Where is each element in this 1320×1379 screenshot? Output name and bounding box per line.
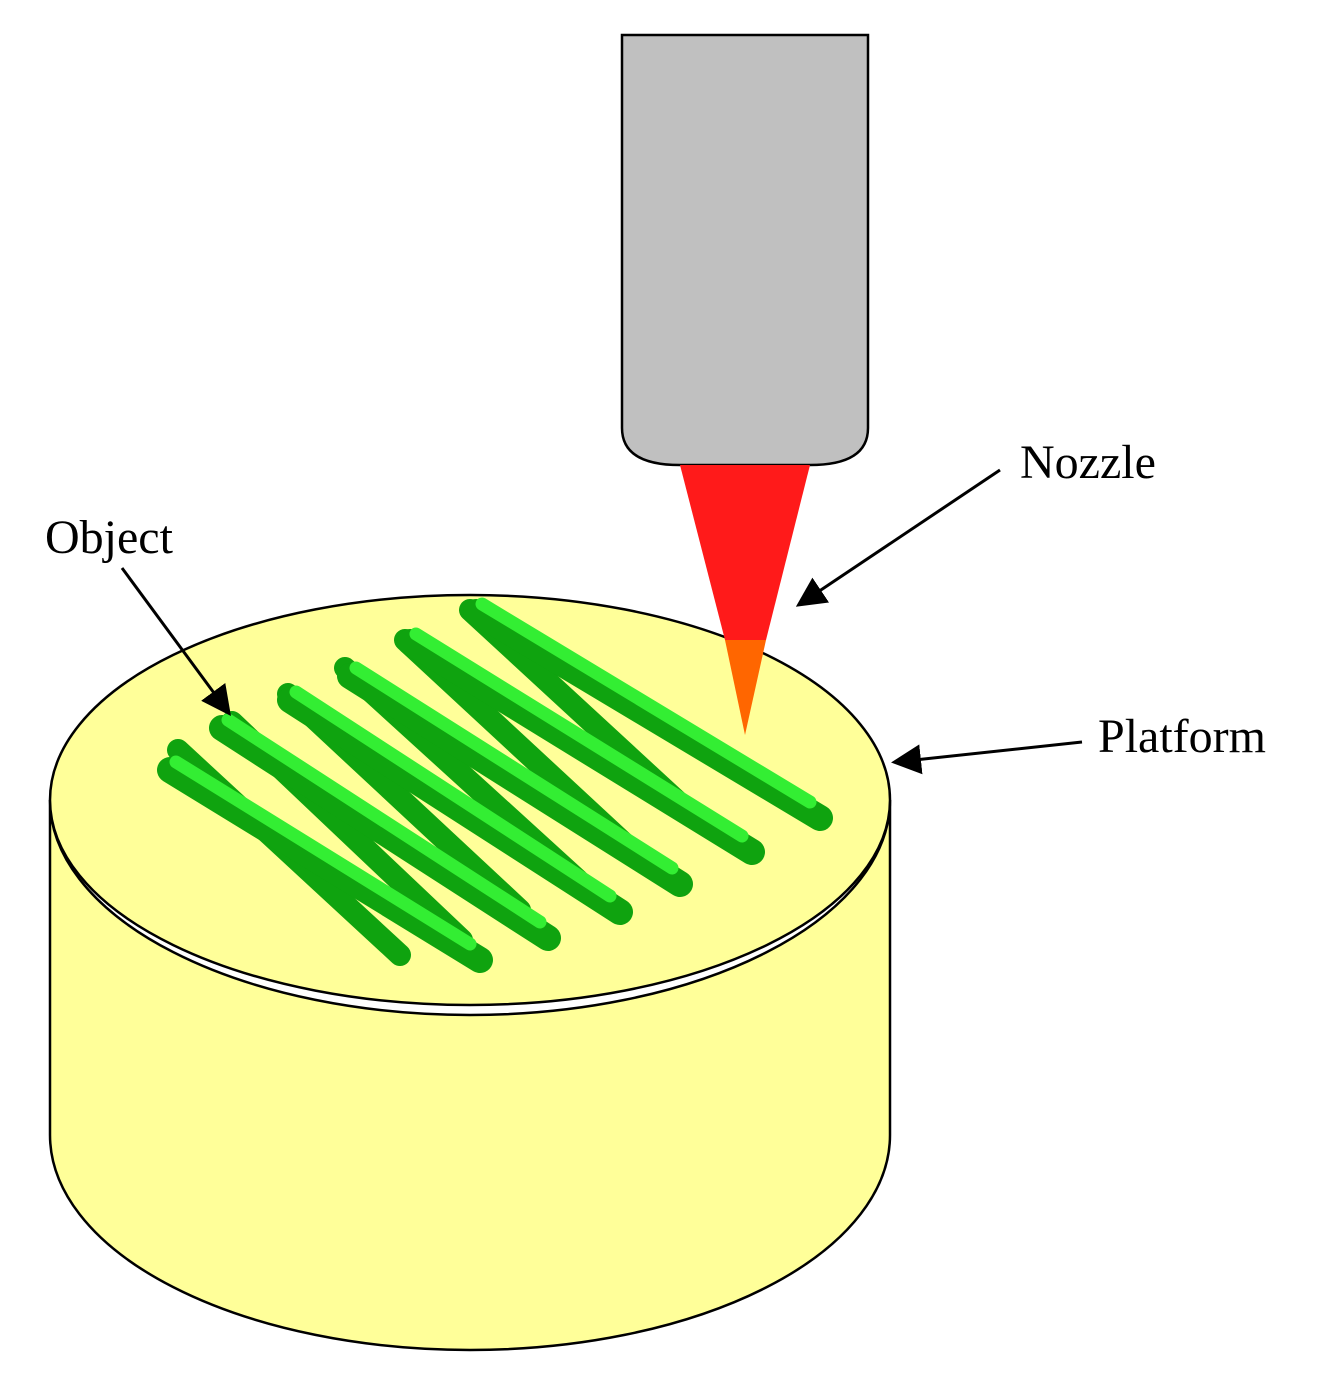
nozzle-label: Nozzle [1020,436,1156,489]
object-label: Object [45,511,174,564]
pointer-arrows [120,468,1083,775]
strand-highlight [475,597,817,809]
nozzle-assembly [620,33,870,735]
nozzle-tip [680,465,810,640]
arrow-icon [891,740,1083,775]
upper-strand [209,715,561,951]
object-upper-layer [157,599,833,973]
nozzle-end [725,640,766,735]
strand-highlight [289,685,617,903]
platform-label: Platform [1098,710,1266,763]
object-grid [157,597,833,973]
upper-strand [157,757,493,973]
strand-highlight [349,661,679,875]
arrow-icon [795,468,1001,607]
upper-strand [397,629,765,865]
extruder-barrel [620,33,870,467]
upper-strand [277,687,633,925]
arrow-icon [120,567,231,717]
upper-strand [337,663,693,897]
upper-strand [463,599,833,831]
strand-highlight [409,627,749,843]
object-highlights [169,597,817,951]
strand-highlight [221,713,547,929]
strand-highlight [169,755,477,951]
platform-body [48,799,892,1352]
